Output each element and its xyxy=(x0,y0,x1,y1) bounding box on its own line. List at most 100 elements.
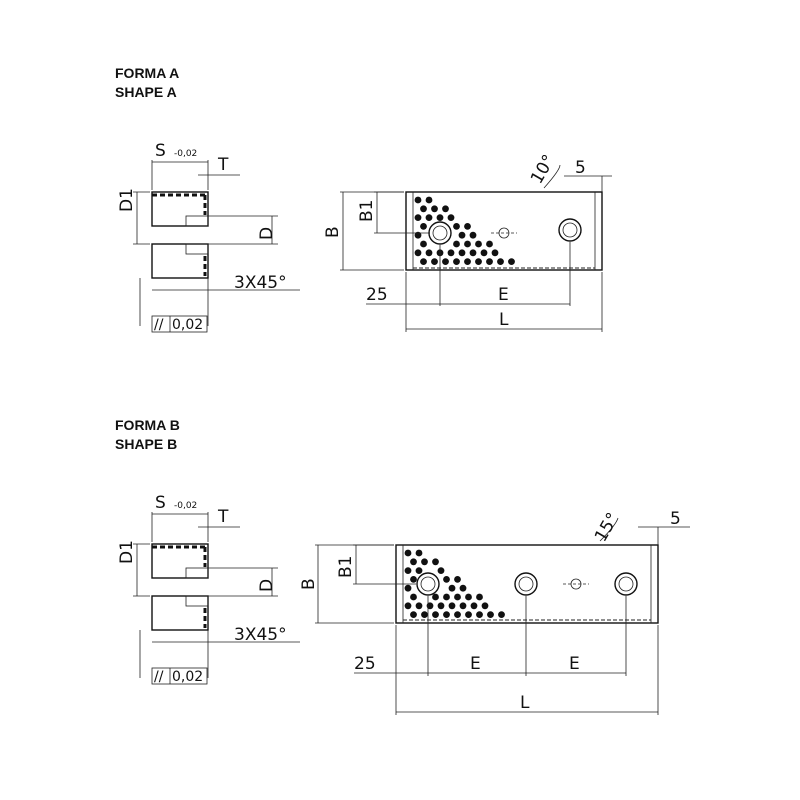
graphite-dot xyxy=(487,611,494,618)
shape-b-parallel-symbol: // xyxy=(154,669,164,685)
graphite-dot xyxy=(498,611,505,618)
graphite-dot xyxy=(404,584,412,592)
graphite-dot xyxy=(415,602,423,610)
graphite-dot xyxy=(476,611,483,618)
graphite-dot xyxy=(421,558,428,566)
graphite-dot xyxy=(453,223,460,230)
graphite-dot xyxy=(437,567,445,574)
shape-b-label-e2: E xyxy=(569,654,580,674)
shape-a-side-view: B B1 10° 5 25 E L xyxy=(323,151,612,332)
graphite-dot xyxy=(458,249,466,257)
shape-a-label-b: B xyxy=(323,226,343,238)
shape-b-label-t: T xyxy=(217,507,229,527)
shape-b-title-it: FORMA B xyxy=(115,417,180,433)
graphite-dot xyxy=(432,593,439,601)
shape-b-label-e1: E xyxy=(470,654,481,674)
shape-a-group: FORMA A SHAPE A S -0,02 T D1 xyxy=(115,65,612,333)
shape-a-mount-hole-1 xyxy=(428,221,452,245)
graphite-dot xyxy=(465,593,472,601)
graphite-dot xyxy=(443,611,450,618)
shape-a-parallel-symbol: // xyxy=(154,317,164,333)
shape-b-parallel-value: 0,02 xyxy=(172,669,203,685)
graphite-dot xyxy=(480,249,488,257)
shape-b-side-view: B B1 15° 5 25 E E L xyxy=(299,509,690,715)
shape-a-parallel-value: 0,02 xyxy=(172,317,203,333)
shape-a-section-view: S -0,02 T D1 D 3X45° // 0,02 xyxy=(117,141,300,333)
graphite-dot xyxy=(437,602,445,610)
graphite-dot xyxy=(453,240,460,248)
graphite-dot xyxy=(421,611,428,618)
graphite-dot xyxy=(425,196,433,204)
graphite-dot xyxy=(465,611,472,618)
shape-b-label-tol: -0,02 xyxy=(174,501,197,511)
graphite-dot xyxy=(486,258,493,265)
shape-b-group: FORMA B SHAPE B S -0,02 T D1 D xyxy=(115,417,690,715)
graphite-dot xyxy=(420,258,427,265)
graphite-dot xyxy=(415,549,423,557)
graphite-dot xyxy=(454,593,461,601)
shape-a-label-e: E xyxy=(498,285,509,305)
graphite-dot xyxy=(414,196,422,204)
shape-b-graphite-dots xyxy=(404,549,505,618)
graphite-dot xyxy=(425,249,433,257)
shape-a-graphite-dots xyxy=(414,196,515,265)
graphite-dot xyxy=(448,584,456,592)
shape-b-title-en: SHAPE B xyxy=(115,436,177,452)
graphite-dot xyxy=(414,214,422,222)
graphite-dot xyxy=(475,258,482,265)
graphite-dot xyxy=(404,602,412,610)
graphite-dot xyxy=(431,258,438,265)
shape-b-label-25: 25 xyxy=(354,654,376,674)
shape-b-label-l: L xyxy=(520,693,530,713)
graphite-dot xyxy=(410,611,417,618)
shape-b-section-upper xyxy=(151,543,209,579)
graphite-dot xyxy=(459,602,467,610)
graphite-dot xyxy=(508,258,515,265)
shape-a-label-angle: 10° xyxy=(527,151,559,187)
shape-b-label-5: 5 xyxy=(670,509,681,529)
shape-b-label-b1: B1 xyxy=(336,556,356,578)
shape-a-counterbore-lower xyxy=(185,243,209,255)
shape-b-label-d: D xyxy=(257,579,277,592)
graphite-dot xyxy=(464,240,471,248)
graphite-dot xyxy=(415,567,423,574)
graphite-dot xyxy=(432,611,439,618)
shape-a-section-upper xyxy=(151,191,209,227)
shape-a-parallel-frame xyxy=(151,315,208,333)
graphite-dot xyxy=(447,214,455,222)
graphite-dot xyxy=(442,205,449,213)
shape-a-title-it: FORMA A xyxy=(115,65,179,81)
shape-a-label-chamfer: 3X45° xyxy=(234,273,287,293)
graphite-dot xyxy=(469,249,477,257)
graphite-dot xyxy=(476,593,483,601)
graphite-dot xyxy=(443,576,450,583)
graphite-dot xyxy=(458,231,466,239)
shape-b-section-view: S -0,02 T D1 D 3X45° // 0,02 xyxy=(117,493,300,685)
shape-a-mount-hole-2 xyxy=(558,218,582,242)
graphite-dot xyxy=(404,549,412,557)
shape-a-label-d: D xyxy=(257,227,277,240)
graphite-dot xyxy=(432,558,439,566)
graphite-dot xyxy=(448,602,456,610)
shape-a-label-s: S xyxy=(155,141,166,161)
graphite-dot xyxy=(459,584,467,592)
graphite-dot xyxy=(497,258,504,265)
shape-a-section-lower xyxy=(151,243,209,279)
graphite-dot xyxy=(464,258,471,265)
graphite-dot xyxy=(491,249,499,257)
shape-a-title-en: SHAPE A xyxy=(115,84,177,100)
shape-b-label-d1: D1 xyxy=(117,540,137,564)
graphite-dot xyxy=(414,231,422,239)
graphite-dot xyxy=(431,205,438,213)
graphite-dot xyxy=(404,567,412,574)
graphite-dot xyxy=(469,231,477,239)
shape-a-label-25: 25 xyxy=(366,285,388,305)
shape-b-label-b: B xyxy=(299,578,319,590)
shape-b-section-lower xyxy=(151,595,209,631)
shape-a-label-t: T xyxy=(217,155,229,175)
shape-b-label-s: S xyxy=(155,493,166,513)
graphite-dot xyxy=(420,205,427,213)
graphite-dot xyxy=(475,240,482,248)
